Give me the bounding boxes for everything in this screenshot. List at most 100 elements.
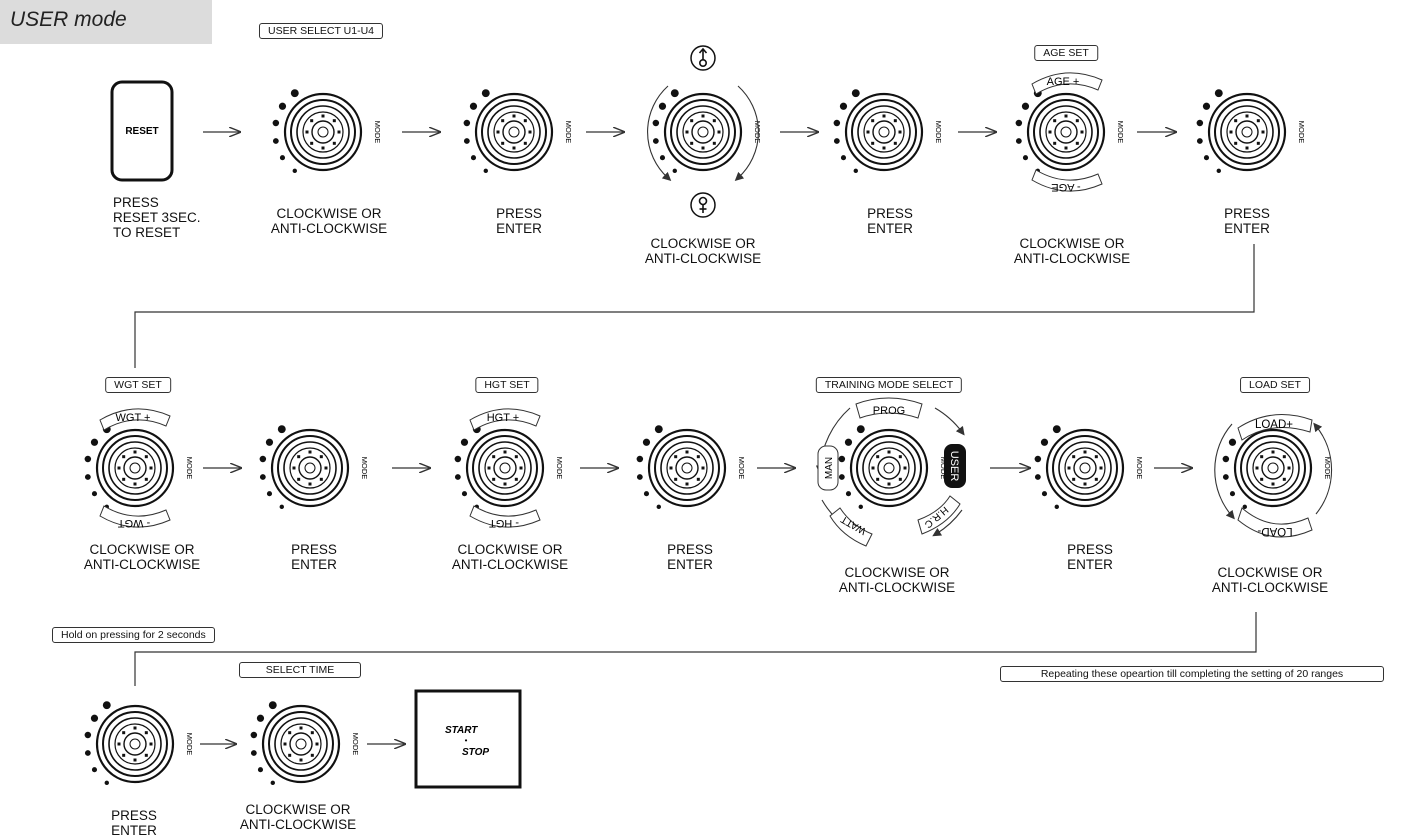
repeat-note: Repeating these opeartion till completin… (1000, 666, 1384, 682)
knob-mode-label: MODE (185, 457, 194, 480)
hgt-knob[interactable]: MODE (454, 425, 564, 510)
mode-man-pill: MAN (817, 445, 839, 491)
hgt-set-label: HGT SET (475, 377, 539, 393)
hold-note: Hold on pressing for 2 seconds (52, 627, 215, 643)
connector-line-1 (134, 244, 1255, 368)
start-stop-button[interactable]: START • STOP (414, 689, 522, 789)
knob-mode-label: MODE (1116, 121, 1125, 144)
load-knob[interactable]: MODE (1222, 425, 1332, 510)
hgt-minus-pill: - HGT (469, 505, 541, 529)
enter3-knob[interactable]: MODE (1196, 89, 1306, 174)
level-dots (250, 701, 277, 786)
svg-text:MAN: MAN (824, 457, 835, 479)
wgt-minus-pill: - WGT (99, 505, 171, 529)
level-dots (838, 425, 865, 510)
enter7-knob[interactable]: MODE (84, 701, 194, 786)
knob-mode-label: MODE (564, 121, 573, 144)
svg-text:- AGE: - AGE (1051, 181, 1080, 193)
enter1-knob[interactable]: MODE (463, 89, 573, 174)
knob-mode-label: MODE (1323, 457, 1332, 480)
enter5-knob[interactable]: MODE (636, 425, 746, 510)
svg-text:LOAD-: LOAD- (1257, 525, 1292, 537)
svg-text:HGT +: HGT + (487, 412, 520, 424)
knob-mode-label: MODE (373, 121, 382, 144)
age-set-label: AGE SET (1034, 45, 1098, 61)
enter4-knob[interactable]: MODE (259, 425, 369, 510)
knob-mode-label: MODE (1135, 457, 1144, 480)
load-plus-pill: LOAD+ (1237, 414, 1313, 441)
svg-text:AGE +: AGE + (1047, 76, 1080, 88)
user-select-knob[interactable]: MODE (272, 89, 382, 174)
svg-text:PROG: PROG (873, 405, 905, 417)
svg-text:USER: USER (948, 451, 960, 482)
knob-mode-label: MODE (939, 457, 948, 480)
knob-mode-label: MODE (753, 121, 762, 144)
level-dots (84, 701, 111, 786)
level-dots (1034, 425, 1061, 510)
svg-text:LOAD+: LOAD+ (1255, 419, 1293, 431)
training-knob[interactable]: MODE (838, 425, 948, 510)
start-label: START (445, 725, 478, 736)
wgt-plus-pill: WGT + (99, 408, 171, 431)
level-dots (1196, 89, 1223, 174)
knob-mode-label: MODE (1297, 121, 1306, 144)
mode-prog-pill: PROG (855, 397, 923, 419)
age-plus-pill: AGE + (1031, 72, 1103, 95)
male-icon (690, 45, 716, 71)
wgt-knob[interactable]: MODE (84, 425, 194, 510)
stop-label: STOP (462, 747, 489, 758)
hgt-plus-pill: HGT + (469, 408, 541, 431)
knob-mode-label: MODE (737, 457, 746, 480)
level-dots (463, 89, 490, 174)
age-knob[interactable]: MODE (1015, 89, 1125, 174)
level-dots (652, 89, 679, 174)
knob-mode-label: MODE (555, 457, 564, 480)
level-dots (259, 425, 286, 510)
gender-orbit (647, 85, 759, 181)
mode-title: USER mode (10, 8, 127, 31)
age-minus-pill: - AGE (1031, 169, 1103, 193)
connector-line-2 (134, 612, 1257, 686)
svg-text:- HGT: - HGT (489, 517, 519, 529)
reset-button[interactable]: RESET (110, 80, 174, 182)
time-knob[interactable]: MODE (250, 701, 360, 786)
level-dots (1222, 425, 1249, 510)
knob-mode-label: MODE (351, 733, 360, 756)
load-minus-pill: LOAD- (1237, 507, 1313, 538)
select-time-label: SELECT TIME (239, 662, 361, 678)
load-orbit (1214, 422, 1333, 520)
mode-watt-pill: WATT (829, 507, 873, 547)
enter2-knob[interactable]: MODE (833, 89, 943, 174)
wgt-set-label: WGT SET (105, 377, 171, 393)
mode-hrc-pill: H.R.C (917, 495, 961, 535)
knob-mode-label: MODE (185, 733, 194, 756)
svg-text:- WGT: - WGT (118, 517, 151, 529)
user-select-label: USER SELECT U1-U4 (258, 23, 384, 39)
load-set-label: LOAD SET (1240, 377, 1310, 393)
level-dots (454, 425, 481, 510)
level-dots (833, 89, 860, 174)
female-icon (690, 192, 716, 218)
reset-button-label: RESET (125, 126, 158, 137)
gender-knob[interactable]: MODE (652, 89, 762, 174)
knob-mode-label: MODE (360, 457, 369, 480)
svg-text:WGT +: WGT + (116, 412, 151, 424)
training-mode-label: TRAINING MODE SELECT (815, 377, 963, 393)
enter6-knob[interactable]: MODE (1034, 425, 1144, 510)
separator-dot: • (465, 736, 468, 745)
mode-user-pill: USER (944, 444, 966, 488)
